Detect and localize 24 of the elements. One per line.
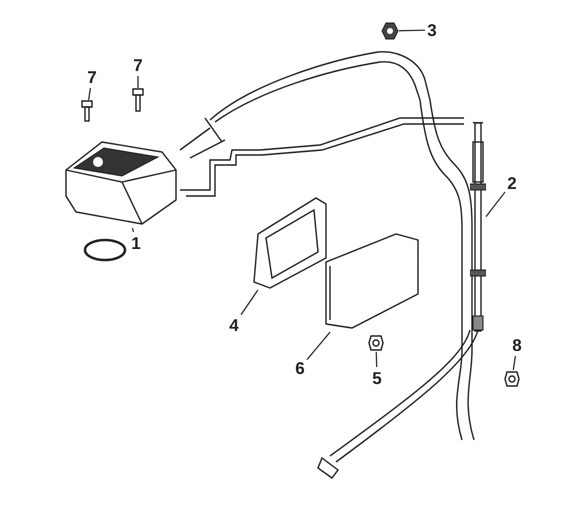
tube-drawing [470,122,486,332]
leader-line [486,192,506,218]
bolt-drawing [504,370,520,388]
callout-number: 2 [505,172,519,194]
bolt-drawing [132,88,144,112]
callout-number: 1 [129,232,143,254]
leader-line [512,356,516,370]
callout-number: 4 [227,314,241,336]
callout-number: 8 [510,334,524,356]
leader-line [306,332,331,360]
callout-number: 7 [131,54,145,76]
nut-drawing [381,22,399,40]
bolt-drawing [368,334,384,352]
leader-line [132,228,134,232]
leader-line [398,30,426,32]
leader-line [88,88,91,100]
bolt-drawing [81,100,93,122]
callout-number: 3 [425,19,439,41]
leader-line [376,352,378,368]
callout-number: 7 [85,66,99,88]
callout-number: 5 [370,367,384,389]
callout-number: 6 [293,357,307,379]
leader-line [137,76,139,88]
leader-line [240,290,258,316]
